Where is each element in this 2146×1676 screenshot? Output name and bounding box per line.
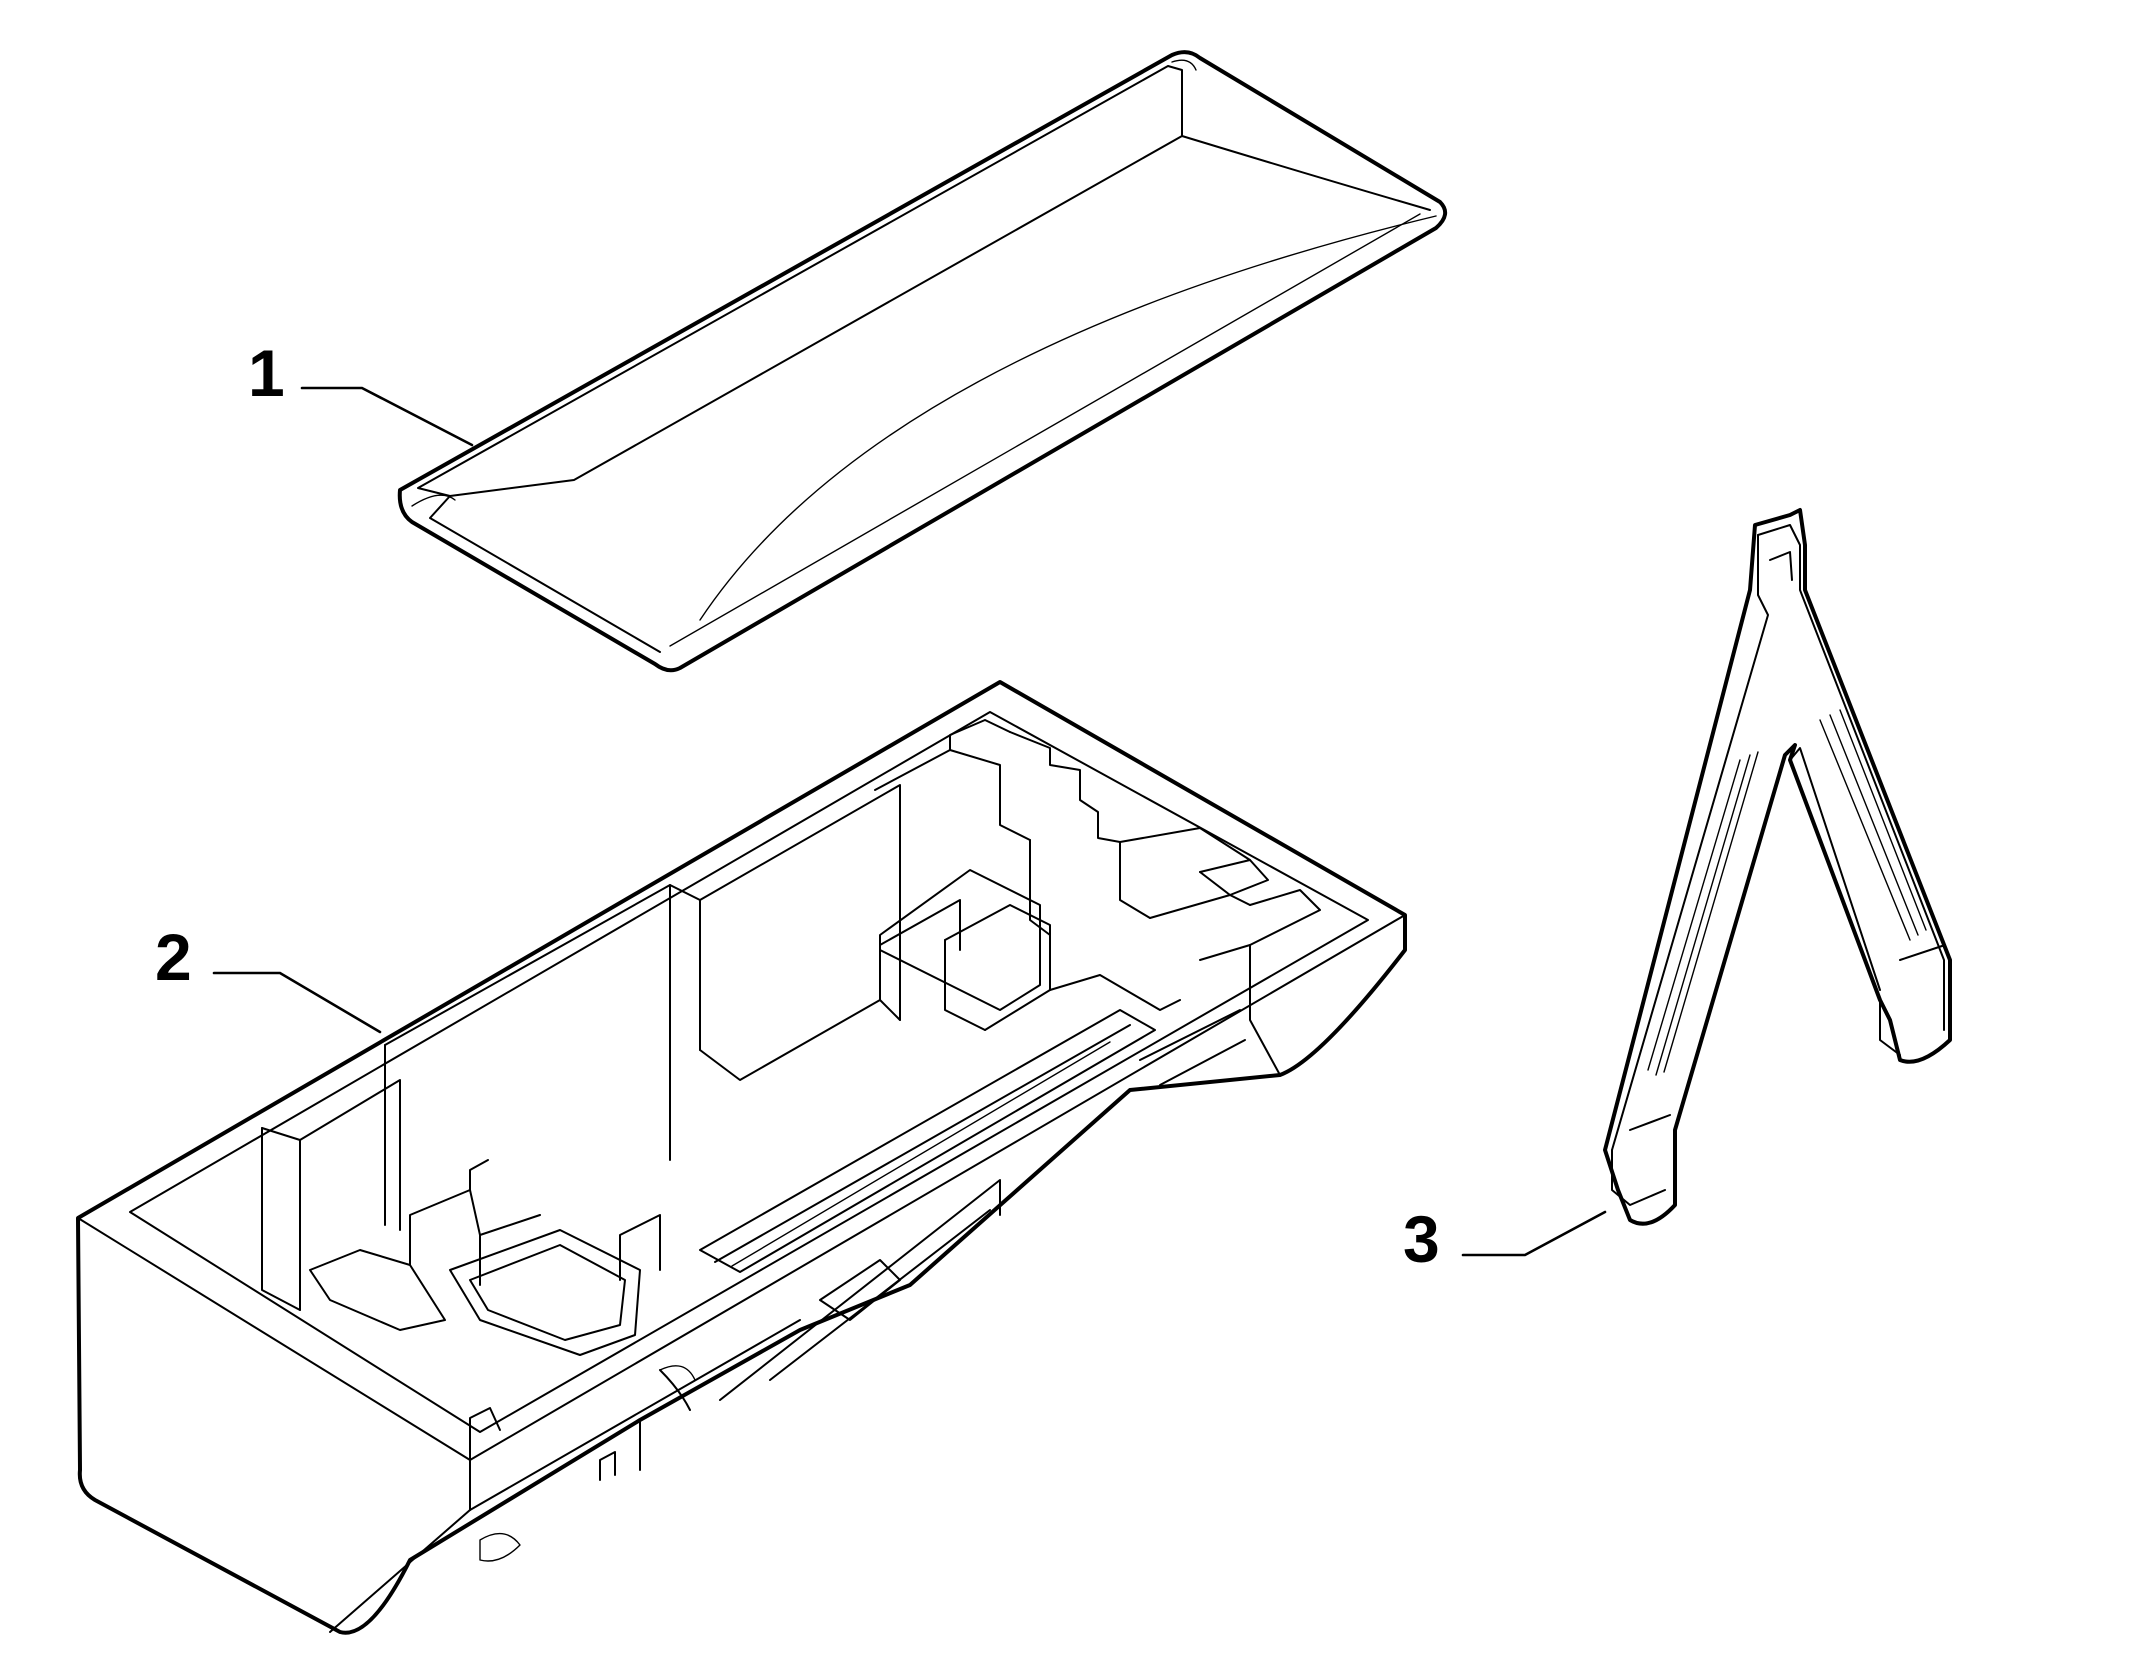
- part-3-bracket[interactable]: [1603, 508, 1952, 1226]
- callout-3: 3: [1403, 1202, 1607, 1276]
- callout-1-leader: [300, 386, 474, 447]
- callout-2: 2: [155, 920, 382, 1034]
- part-2-tool-tray[interactable]: [76, 680, 1407, 1635]
- callout-2-number: 2: [155, 920, 192, 994]
- callout-3-leader: [1461, 1210, 1607, 1257]
- callout-3-number: 3: [1403, 1202, 1440, 1276]
- callout-2-leader: [212, 971, 382, 1034]
- callout-1-number: 1: [248, 336, 285, 410]
- callout-1: 1: [248, 336, 474, 447]
- part-1-cover[interactable]: [397, 50, 1448, 673]
